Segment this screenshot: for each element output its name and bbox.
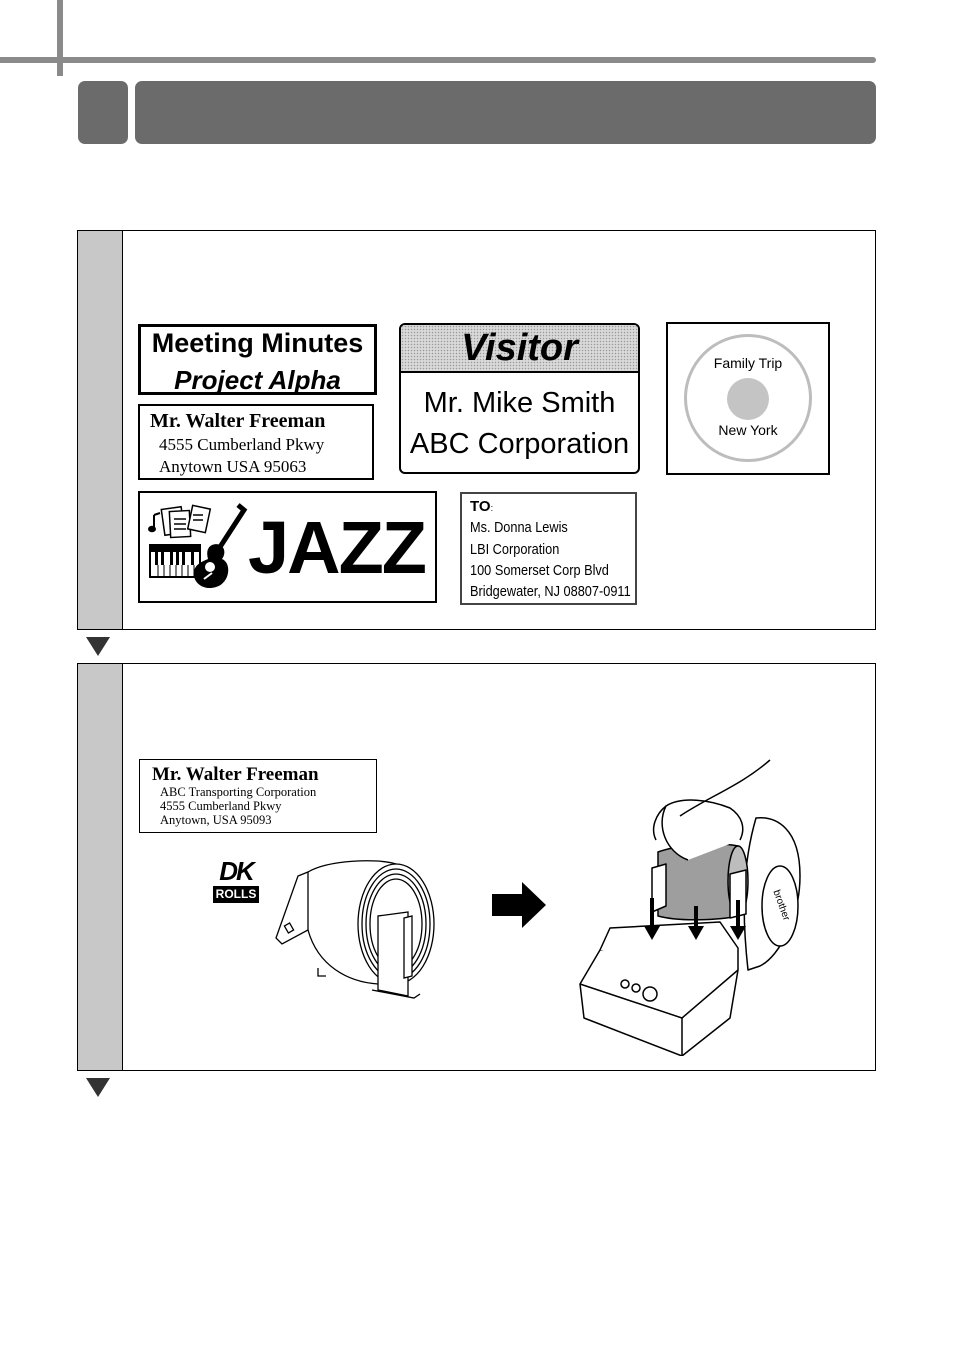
vertical-rule	[57, 0, 63, 76]
meeting-label-line2: Project Alpha	[174, 365, 341, 395]
cd-ring	[684, 334, 812, 462]
section-number-box	[78, 81, 128, 144]
shipping-line-2: LBI Corporation	[470, 541, 560, 558]
music-notes-icon	[148, 512, 161, 533]
visitor-company: ABC Corporation	[409, 428, 630, 460]
label-roll-illustration	[275, 860, 435, 999]
meeting-label-line1: Meeting Minutes	[151, 328, 364, 358]
visitor-badge-label: Visitor Mr. Mike Smith ABC Corporation	[399, 323, 640, 474]
dk-logo-top: DK	[219, 856, 255, 886]
printer-loading-illustration: brother	[579, 759, 801, 1056]
address-line-2: Anytown USA 95063	[159, 457, 307, 476]
cd-bottom-text: New York	[718, 422, 778, 438]
to-text: TO	[470, 498, 491, 515]
address-label: Mr. Walter Freeman 4555 Cumberland Pkwy …	[138, 404, 374, 480]
section-title-bar	[135, 81, 876, 144]
shipping-label: TO: Ms. Donna Lewis LBI Corporation 100 …	[460, 492, 637, 605]
cd-top-text: Family Trip	[713, 355, 783, 371]
meeting-minutes-label: Meeting Minutes Project Alpha	[138, 324, 377, 395]
horizontal-rule	[0, 57, 876, 63]
cd-label: Family Trip New York	[666, 322, 830, 475]
visitor-title: Visitor	[461, 327, 578, 369]
address-name: Mr. Walter Freeman	[150, 410, 326, 432]
shipping-line-4: Bridgewater, NJ 08807-0911	[470, 583, 631, 600]
jazz-text: JAZZ	[248, 506, 427, 589]
dk-rolls-logo: DK ROLLS	[211, 858, 261, 904]
right-arrow-icon	[492, 882, 546, 928]
cd-hub	[727, 378, 769, 420]
step-2-sidebar	[78, 664, 123, 1070]
address-label-2: Mr. Walter Freeman ABC Transporting Corp…	[139, 759, 377, 833]
guitar-icon	[193, 503, 248, 589]
shipping-line-3: 100 Somerset Corp Blvd	[470, 562, 609, 579]
visitor-name: Mr. Mike Smith	[423, 387, 616, 419]
visitor-header-band	[401, 325, 638, 373]
shipping-to-heading: TO:	[470, 498, 494, 515]
piano-icon	[149, 544, 201, 578]
step-1-sidebar	[78, 231, 123, 629]
jazz-label: JAZZ	[138, 491, 437, 603]
address2-line-1: ABC Transporting Corporation	[160, 785, 317, 799]
address2-line-2: 4555 Cumberland Pkwy	[160, 799, 282, 813]
down-triangle-icon	[86, 1078, 110, 1097]
music-clipart-icon	[148, 503, 248, 589]
shipping-line-1: Ms. Donna Lewis	[470, 519, 568, 536]
down-triangle-icon	[86, 637, 110, 656]
address2-line-3: Anytown, USA 95093	[160, 813, 272, 827]
address-line-1: 4555 Cumberland Pkwy	[159, 435, 325, 454]
address2-name: Mr. Walter Freeman	[152, 764, 319, 785]
dk-logo-bottom: ROLLS	[213, 886, 259, 903]
